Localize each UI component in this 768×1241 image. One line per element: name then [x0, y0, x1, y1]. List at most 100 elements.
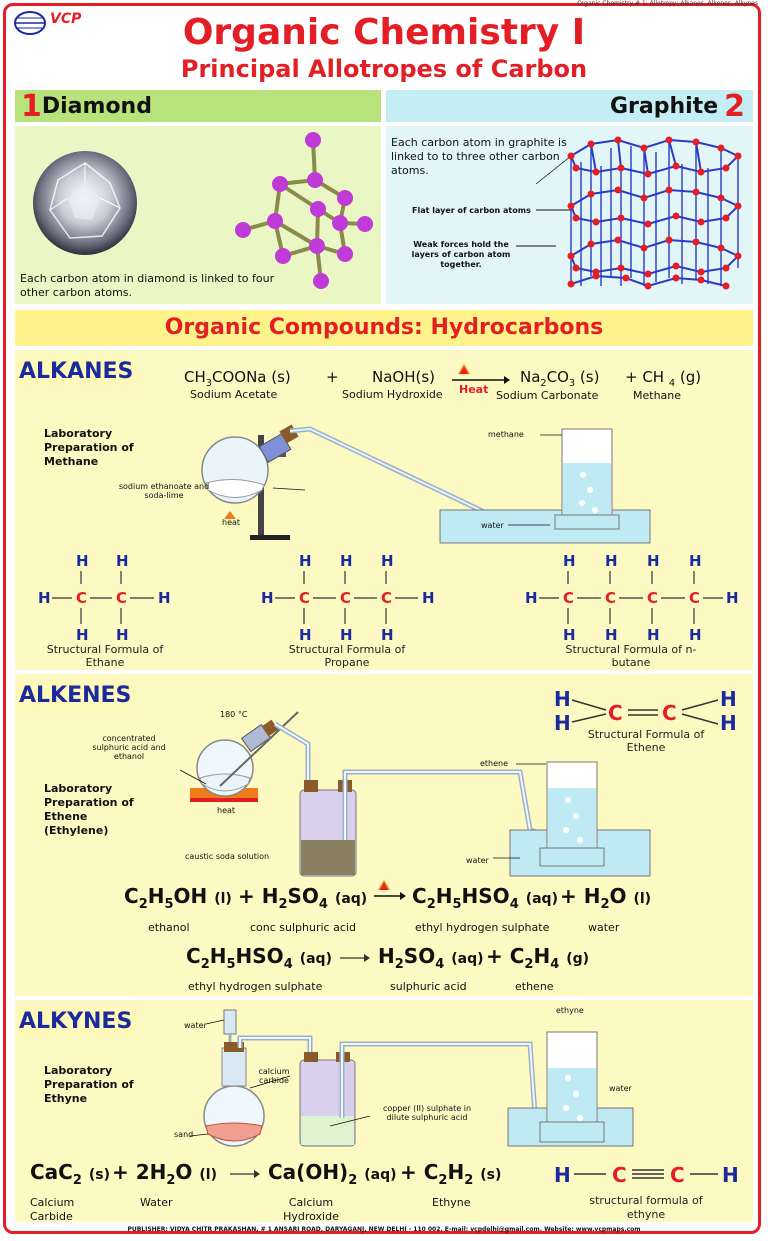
propane-caption: Structural Formula of Propane — [288, 643, 406, 669]
alkanes-name-p2: Methane — [633, 389, 682, 402]
svg-text:C: C — [116, 589, 127, 607]
ethyne-water-top-label: water — [184, 1021, 207, 1030]
methane-mixture-label: sodium ethanoate and soda-lime — [118, 482, 210, 500]
svg-text:H: H — [261, 589, 274, 607]
alkanes-eq-p1: Na2CO3 (s) — [520, 368, 600, 389]
svg-text:C: C — [662, 701, 677, 725]
alkenes-eq1-r1: C2H5OH (l) — [124, 884, 232, 912]
ethene-caustic-label: caustic soda solution — [185, 852, 270, 861]
diamond-gem-icon — [33, 151, 137, 255]
svg-text:H: H — [722, 1163, 739, 1187]
alkynes-name-c: Calcium Hydroxide — [283, 1196, 339, 1223]
graphite-caption: Each carbon atom in graphite is linked t… — [391, 136, 567, 177]
ethyne-water-label: water — [609, 1084, 632, 1093]
alkanes-heading: ALKANES — [15, 357, 138, 386]
ethyne-apparatus-icon — [190, 1009, 634, 1147]
methane-label: methane — [488, 430, 524, 439]
svg-text:H: H — [76, 626, 89, 644]
alkenes-name1-c: ethyl hydrogen sulphate — [415, 921, 550, 934]
diamond-number: 1 — [21, 88, 42, 124]
ethene-temp-label: 180 °C — [220, 710, 248, 719]
alkynes-eq-p1: Ca(OH)2 (aq) — [268, 1160, 397, 1188]
alkenes-name2-c: ethene — [515, 980, 554, 993]
ethane-caption: Structural Formula of Ethane — [46, 643, 164, 669]
alkanes-eq-plus1: + — [326, 368, 339, 386]
svg-text:H: H — [554, 711, 571, 734]
svg-text:C: C — [647, 589, 658, 607]
alkynes-arrow-icon — [230, 1170, 260, 1178]
svg-text:H: H — [563, 626, 576, 644]
svg-text:H: H — [158, 589, 171, 607]
poster-frame — [3, 3, 761, 1234]
ethene-lab-title: Laboratory Preparation of Ethene (Ethyle… — [44, 782, 134, 837]
svg-text:H: H — [381, 552, 394, 570]
alkenes-heading: ALKENES — [15, 681, 136, 710]
svg-text:H: H — [38, 589, 51, 607]
svg-text:C: C — [608, 701, 623, 725]
svg-text:C: C — [605, 589, 616, 607]
ethene-water-label: water — [466, 856, 489, 865]
svg-text:H: H — [563, 552, 576, 570]
alkenes-eq1-p2: + H2O (l) — [560, 884, 652, 912]
svg-text:H: H — [689, 552, 702, 570]
svg-text:H: H — [422, 589, 435, 607]
svg-text:C: C — [299, 589, 310, 607]
ethyne-caption: structural formula of ethyne — [589, 1194, 703, 1221]
graphite-header: Graphite 2 — [386, 89, 753, 124]
svg-text:C: C — [381, 589, 392, 607]
page-subtitle: Principal Allotropes of Carbon — [180, 55, 588, 83]
diamond-header: 1 Diamond — [15, 88, 381, 124]
alkanes-eq-r2: NaOH(s) — [372, 368, 436, 386]
alkenes-eq2-p1: H2SO4 (aq) — [378, 944, 484, 972]
svg-text:H: H — [554, 687, 571, 711]
publisher-footer: PUBLISHER: VIDYA CHITR PRAKASHAN, # 1 AN… — [127, 1226, 641, 1233]
diamond-lattice-icon — [235, 132, 373, 289]
alkenes-eq2-p2: + C2H4 (g) — [486, 944, 590, 972]
butane-caption: Structural Formula of n-butane — [565, 643, 697, 669]
svg-text:C: C — [563, 589, 574, 607]
graphite-layer-label: Flat layer of carbon atoms — [412, 206, 531, 215]
diamond-caption: Each carbon atom in diamond is linked to… — [20, 272, 275, 299]
graphite-forces-label: Weak forces hold the layers of carbon at… — [411, 240, 511, 269]
page-title: Organic Chemistry I — [182, 12, 586, 53]
svg-text:H: H — [726, 589, 739, 607]
graphite-heading: Graphite — [609, 93, 719, 119]
svg-text:H: H — [720, 687, 737, 711]
svg-text:H: H — [605, 626, 618, 644]
vcp-logo-icon — [14, 11, 46, 35]
alkenes-name2-b: sulphuric acid — [390, 980, 467, 993]
ethene-apparatus-icon — [180, 711, 651, 877]
svg-text:H: H — [299, 626, 312, 644]
alkenes-name2-a: ethyl hydrogen sulphate — [188, 980, 323, 993]
svg-text:H: H — [689, 626, 702, 644]
svg-text:H: H — [554, 1163, 571, 1187]
alkanes-heat-label: Heat — [459, 383, 489, 396]
alkenes-name1-a: ethanol — [148, 921, 190, 934]
logo-text: VCP — [50, 11, 82, 27]
svg-text:H: H — [116, 626, 129, 644]
alkanes-eq-p2: + CH 4 (g) — [625, 368, 702, 389]
svg-text:H: H — [720, 711, 737, 734]
svg-text:H: H — [647, 552, 660, 570]
alkanes-eq-r1: CH3COONa (s) — [184, 368, 291, 389]
methane-apparatus-icon — [201, 424, 651, 544]
diamond-panel: Each carbon atom in diamond is linked to… — [15, 126, 381, 304]
alkynes-eq-p2: + C2H2 (s) — [400, 1160, 502, 1188]
svg-text:C: C — [340, 589, 351, 607]
svg-text:H: H — [299, 552, 312, 570]
alkenes-eq2-r1: C2H5HSO4 (aq) — [186, 944, 332, 972]
alkynes-heading: ALKYNES — [15, 1007, 137, 1036]
svg-text:H: H — [525, 589, 538, 607]
diamond-heading: Diamond — [41, 93, 152, 119]
ethene-heat-label: heat — [217, 806, 236, 815]
alkynes-name-b: Water — [140, 1196, 173, 1209]
ethyne-sand-label: sand — [174, 1130, 194, 1139]
svg-text:H: H — [605, 552, 618, 570]
methane-heat-label: heat — [222, 518, 241, 527]
alkanes-heat-arrow-icon — [452, 364, 510, 384]
alkanes-name-r1: Sodium Acetate — [190, 388, 278, 401]
ethyne-gas-label: ethyne — [556, 1006, 584, 1015]
alkynes-eq-r2: + 2H2O (l) — [112, 1160, 217, 1188]
